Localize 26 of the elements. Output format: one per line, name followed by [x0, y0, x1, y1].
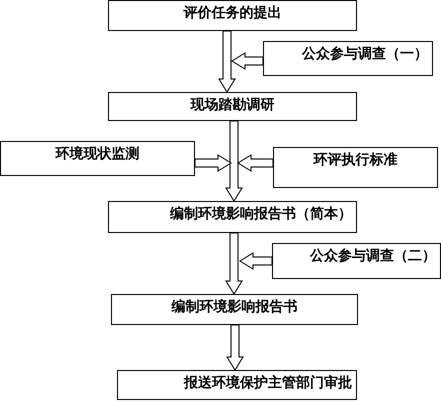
process-box: [263, 41, 433, 76]
process-box: [111, 294, 358, 325]
box-label: 报送环境保护主管部门审批: [184, 374, 352, 392]
box-label: 公众参与调查（一）: [302, 45, 428, 63]
process-box: [108, 201, 357, 233]
box-label: 编制环境影响报告书（简本）: [170, 205, 352, 223]
box-label: 环境现状监测: [56, 145, 140, 163]
block-arrow: [218, 30, 236, 93]
box-label: 公众参与调查（二）: [310, 247, 436, 265]
block-arrow: [225, 232, 243, 295]
block-arrow: [194, 154, 232, 172]
box-label: 现场踏勘调研: [190, 96, 274, 114]
process-box: [108, 0, 357, 31]
process-box: [272, 243, 441, 279]
box-label: 评价任务的提出: [184, 4, 282, 22]
block-arrow: [225, 120, 243, 202]
process-box: [108, 92, 357, 121]
box-label: 环评执行标准: [314, 151, 398, 169]
block-arrow: [231, 52, 264, 70]
block-arrow: [237, 154, 274, 172]
process-box: [0, 141, 195, 176]
process-box: [117, 370, 357, 400]
process-box: [273, 147, 438, 188]
block-arrow: [239, 252, 272, 270]
box-label: 编制环境影响报告书: [172, 298, 298, 316]
block-arrow: [226, 324, 244, 371]
